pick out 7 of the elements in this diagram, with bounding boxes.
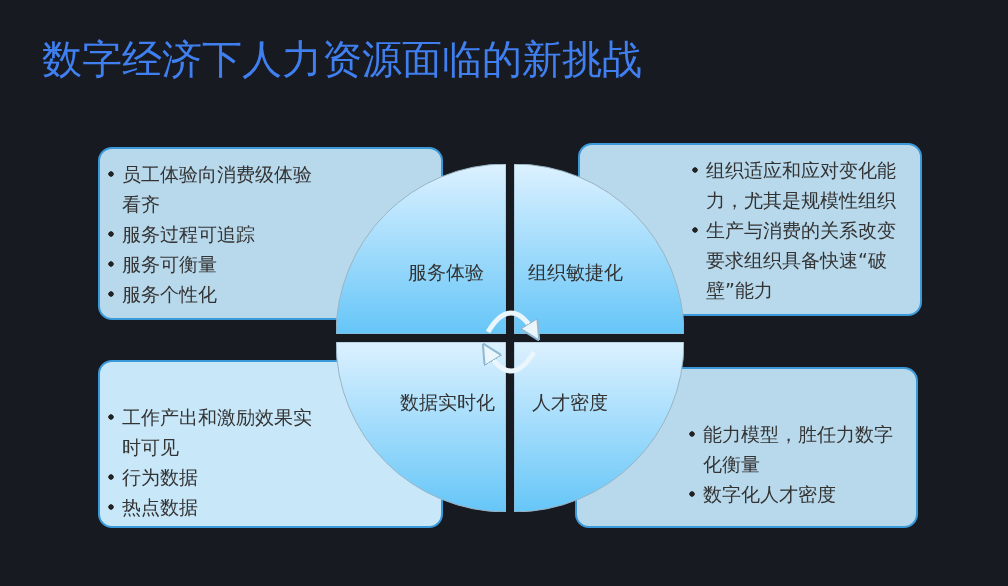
quadrant-label: 组织敏捷化: [528, 260, 623, 285]
quadrant-label: 人才密度: [532, 390, 608, 415]
quadrant-label: 服务体验: [408, 260, 484, 285]
cycle-arrow: [485, 310, 541, 342]
cycle-arrow: [481, 342, 537, 374]
title: 数字经济下人力资源面临的新挑战: [42, 35, 642, 84]
quadrant-label: 数据实时化: [400, 390, 495, 415]
